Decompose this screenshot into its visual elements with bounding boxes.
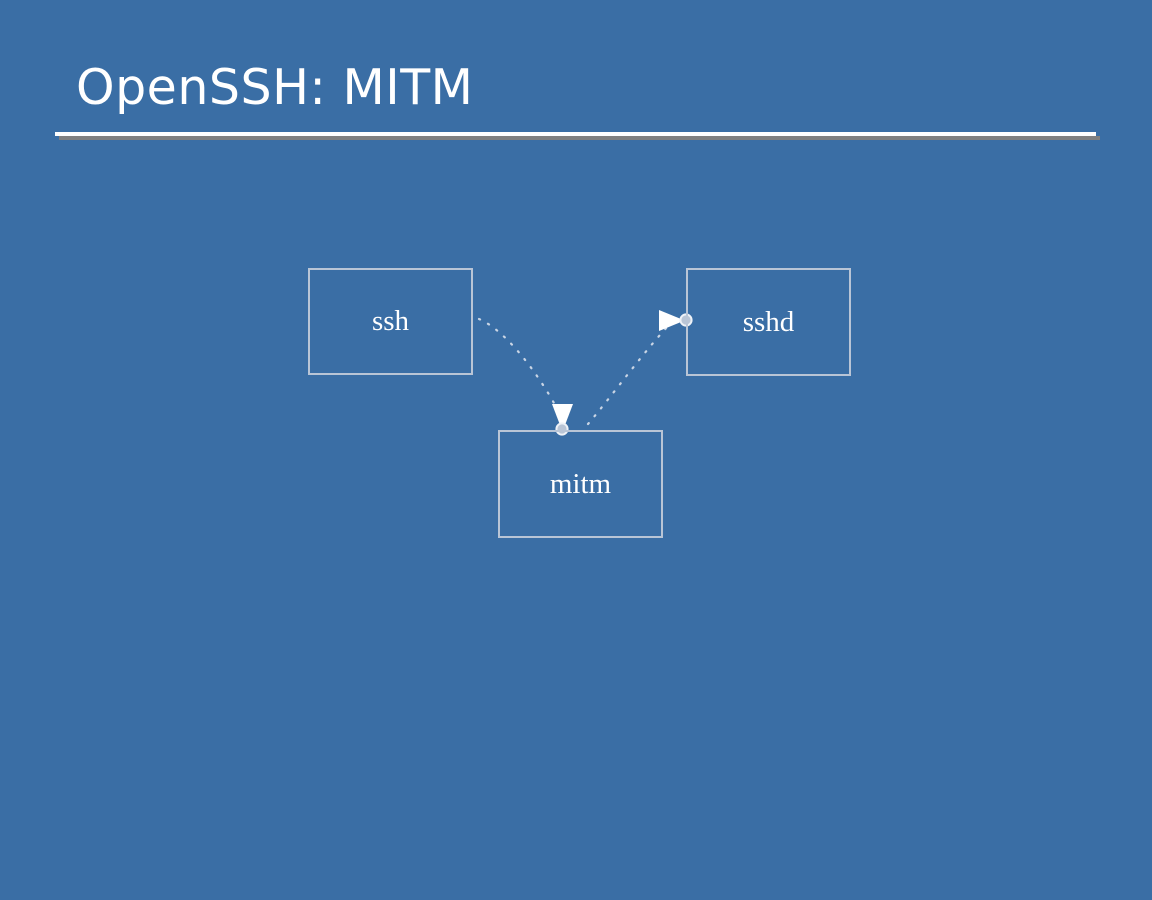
node-sshd[interactable]: sshd [686,268,851,376]
node-ssh[interactable]: ssh [308,268,473,375]
arrowhead-down-mitm [552,404,573,425]
page-title: OpenSSH: MITM [76,59,474,116]
node-mitm-label: mitm [549,467,612,500]
node-sshd-label: sshd [742,305,795,338]
arrowhead-right-sshd [659,310,681,331]
node-mitm[interactable]: mitm [498,430,663,538]
title-divider-shadow [59,136,1100,140]
node-ssh-label: ssh [371,305,410,337]
title-divider [55,132,1100,140]
title-divider-line [55,132,1096,136]
edge-ssh-to-mitm [477,317,573,436]
edge-ssh-to-mitm-path [477,317,562,416]
edge-mitm-to-sshd-path [586,320,674,426]
edge-mitm-to-sshd [586,310,693,426]
